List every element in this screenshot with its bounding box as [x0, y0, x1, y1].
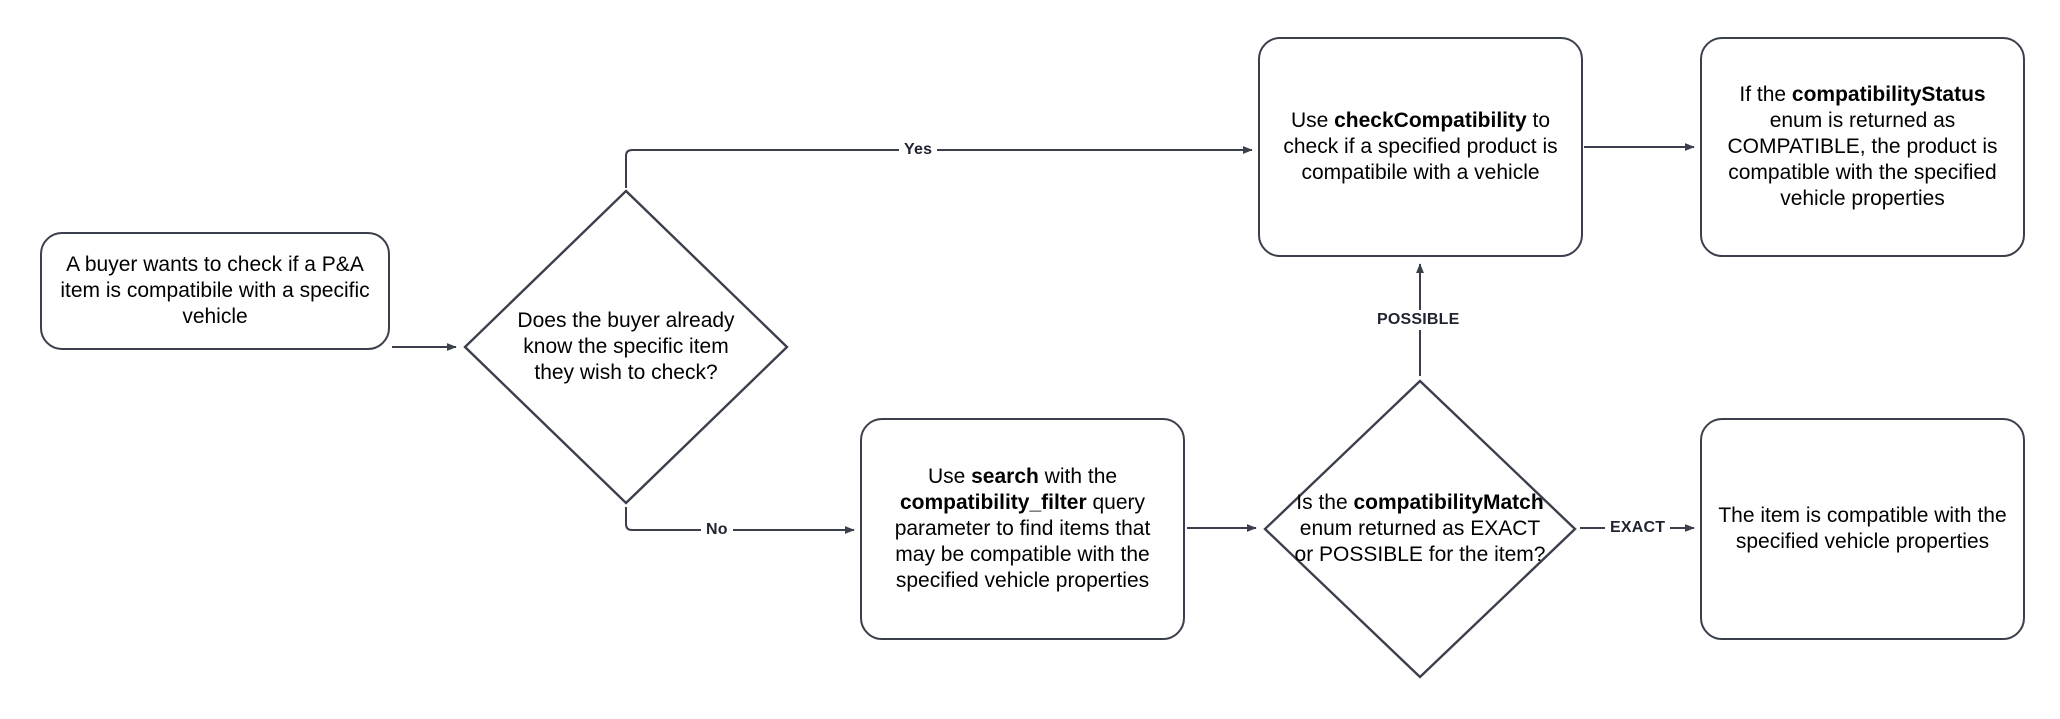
node-item-compatible-result-label: The item is compatible with the specifie…	[1718, 504, 2007, 553]
node-start-label: A buyer wants to check if a P&A item is …	[60, 253, 370, 328]
node-decision-match-enum-label: Is the compatibilityMatch enum returned …	[1294, 490, 1547, 568]
node-check-compatibility-label: Use checkCompatibility to check if a spe…	[1274, 108, 1567, 186]
check-compat-bold: checkCompatibility	[1334, 109, 1527, 132]
edge-yes-to-check-compatibility	[625, 146, 1253, 188]
status-prefix: If the	[1739, 83, 1792, 106]
edge-label-no: No	[701, 520, 733, 540]
search-suffix: query parameter to find items that may b…	[894, 491, 1151, 592]
node-check-compatibility[interactable]: Use checkCompatibility to check if a spe…	[1258, 37, 1583, 257]
status-suffix: enum is returned as COMPATIBLE, the prod…	[1727, 109, 1998, 210]
edge-label-possible: POSSIBLE	[1372, 310, 1465, 330]
edge-label-exact: EXACT	[1605, 518, 1671, 538]
check-compat-suffix: to check if a specified product is compa…	[1283, 109, 1558, 184]
node-decision-match-enum[interactable]: Is the compatibilityMatch enum returned …	[1262, 378, 1578, 680]
diamond-shape-2	[1263, 379, 1577, 679]
search-mid: with the	[1038, 465, 1118, 488]
search-prefix: Use	[927, 465, 972, 488]
node-decision-knows-item-label: Does the buyer already know the specific…	[517, 309, 735, 384]
search-bold: search	[971, 465, 1039, 488]
node-search-filter[interactable]: Use search with the compatibility_filter…	[860, 418, 1185, 640]
node-compatibility-status-result-label: If the compatibilityStatus enum is retur…	[1716, 82, 2009, 212]
check-compat-prefix: Use	[1290, 109, 1335, 132]
node-compatibility-status-result[interactable]: If the compatibilityStatus enum is retur…	[1700, 37, 2025, 257]
search-bold2: compatibility_filter	[899, 491, 1087, 514]
node-decision-knows-item[interactable]: Does the buyer already know the specific…	[462, 188, 790, 506]
node-search-filter-label: Use search with the compatibility_filter…	[876, 464, 1169, 594]
match-prefix: Is the	[1296, 491, 1354, 514]
node-item-compatible-result[interactable]: The item is compatible with the specifie…	[1700, 418, 2025, 640]
edge-no-to-search	[625, 507, 855, 534]
diamond-shape-1	[463, 189, 789, 505]
node-start[interactable]: A buyer wants to check if a P&A item is …	[40, 232, 390, 350]
match-bold: compatibilityMatch	[1353, 491, 1544, 514]
match-suffix: enum returned as EXACT or POSSIBLE for t…	[1294, 517, 1546, 566]
edge-label-yes: Yes	[899, 140, 938, 160]
status-bold: compatibilityStatus	[1791, 83, 1986, 106]
